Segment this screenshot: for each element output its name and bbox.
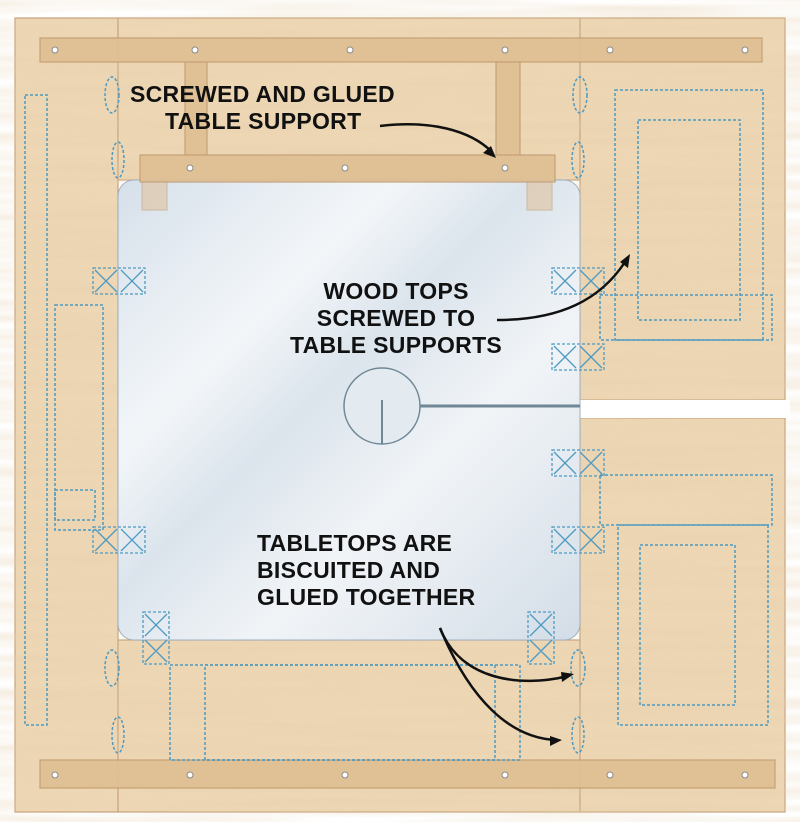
support-block-left: [141, 181, 168, 211]
support-leg-right: [495, 61, 521, 156]
callout-wood-tops: WOOD TOPS SCREWED TO TABLE SUPPORTS: [290, 278, 503, 358]
bottom-rail: [39, 759, 776, 789]
top-rail: [39, 37, 763, 63]
biscuit-slots: [104, 76, 588, 754]
callout-arrows: [379, 123, 627, 742]
screw-pockets: [92, 267, 605, 665]
callout-tabletops: TABLETOPS ARE BISCUITED AND GLUED TOGETH…: [257, 530, 476, 610]
bit-guard: [343, 367, 580, 445]
support-block-right: [526, 181, 553, 211]
support-leg-left: [184, 61, 208, 156]
hidden-lines: [24, 89, 773, 761]
screw-holes: [51, 46, 749, 779]
panel-gap: [580, 400, 790, 418]
callout-table-support: SCREWED AND GLUED TABLE SUPPORT: [130, 81, 395, 134]
